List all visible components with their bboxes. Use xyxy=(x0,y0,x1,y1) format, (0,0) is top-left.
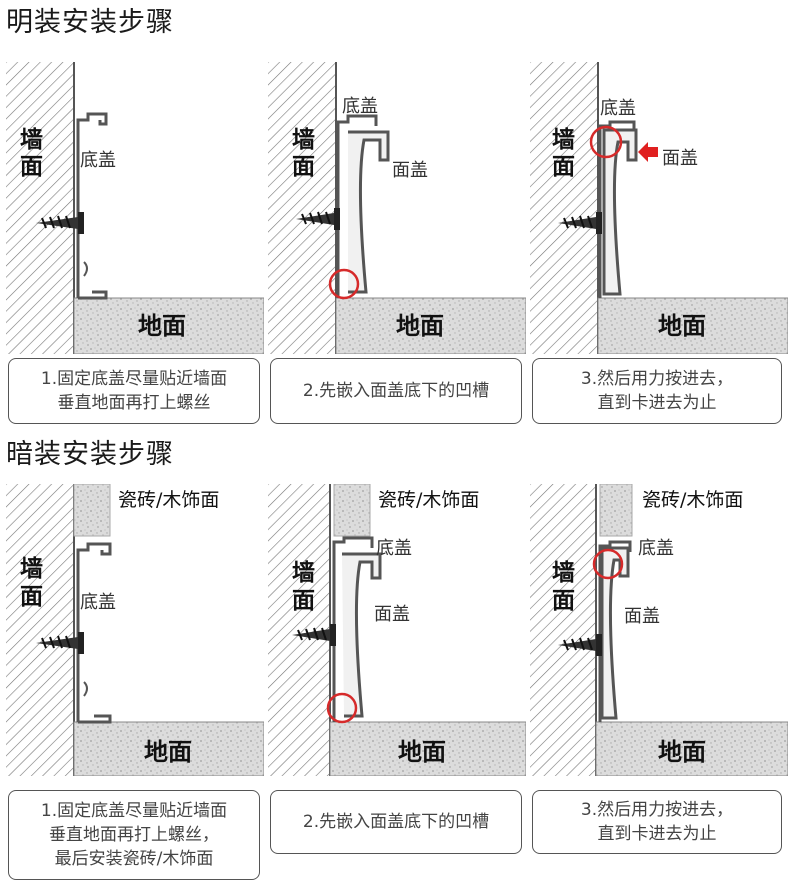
floor-label: 地面 xyxy=(396,312,444,340)
surface-step-2-diagram: 墙 面 底盖 面盖 地面 xyxy=(268,62,526,354)
face-cap-profile xyxy=(602,128,638,296)
base-cap-label: 底盖 xyxy=(600,98,636,119)
base-cap-label: 底盖 xyxy=(80,150,116,171)
wall-label-bottom: 面 xyxy=(20,154,43,180)
concealed-step-3-diagram: 墙 面 瓷砖/木饰面 底盖 面盖 地面 xyxy=(530,484,788,776)
section-title-concealed: 暗装安装步骤 xyxy=(6,439,174,470)
wall-label-top: 墙 xyxy=(552,560,575,586)
screw-icon xyxy=(36,212,84,234)
floor-label: 地面 xyxy=(658,738,706,766)
floor-label: 地面 xyxy=(398,738,446,766)
wall-label-top: 墙 xyxy=(292,127,315,153)
concealed-step-1-diagram: 墙 面 瓷砖/木饰面 底盖 地面 xyxy=(6,484,264,776)
base-cap-label: 底盖 xyxy=(342,96,378,117)
surface-step-3-caption: 3.然后用力按进去， 直到卡进去为止 xyxy=(532,358,782,424)
wall-label-top: 墙 xyxy=(20,127,43,153)
wall-label-bottom: 面 xyxy=(292,154,315,180)
surface-step-1-caption: 1.固定底盖尽量贴近墙面 垂直地面再打上螺丝 xyxy=(8,358,260,424)
floor-label: 地面 xyxy=(144,738,192,766)
wall-label-top: 墙 xyxy=(552,127,575,153)
base-cap-label: 底盖 xyxy=(376,538,412,559)
concealed-step-2-diagram: 墙 面 瓷砖/木饰面 底盖 面盖 地面 xyxy=(268,484,526,776)
base-cap-label: 底盖 xyxy=(638,538,674,559)
screw-icon xyxy=(292,624,336,646)
base-cap-profile xyxy=(76,112,108,300)
wall-label-top: 墙 xyxy=(20,556,43,582)
section-title-surface: 明装安装步骤 xyxy=(6,7,174,38)
face-cap-label: 面盖 xyxy=(374,604,410,625)
screw-icon xyxy=(296,208,340,230)
highlight-circle xyxy=(328,268,360,300)
face-cap-label: 面盖 xyxy=(624,606,660,627)
screw-icon xyxy=(558,634,602,656)
highlight-circle xyxy=(592,548,624,580)
surface-step-1-diagram: 墙 面 底盖 地面 xyxy=(6,62,264,354)
wall-label-bottom: 面 xyxy=(20,584,43,610)
floor-slab xyxy=(73,297,264,354)
concealed-step-1-caption: 1.固定底盖尽量贴近墙面 垂直地面再打上螺丝， 最后安装瓷砖/木饰面 xyxy=(8,790,260,880)
tile-label: 瓷砖/木饰面 xyxy=(118,489,219,511)
face-cap-label: 面盖 xyxy=(662,148,698,169)
push-arrow-icon xyxy=(638,142,658,162)
wall-hatch xyxy=(6,62,74,354)
surface-step-3-diagram: 墙 面 底盖 面盖 地面 xyxy=(530,62,788,354)
tile-label: 瓷砖/木饰面 xyxy=(642,489,743,511)
concealed-step-3-caption: 3.然后用力按进去， 直到卡进去为止 xyxy=(532,790,782,854)
wall-label-bottom: 面 xyxy=(552,154,575,180)
highlight-circle xyxy=(326,692,358,724)
wall-label-top: 墙 xyxy=(292,560,315,586)
floor-label: 地面 xyxy=(138,312,186,340)
screw-icon xyxy=(558,212,602,234)
wall-label-bottom: 面 xyxy=(292,588,315,614)
tile-block xyxy=(73,484,111,537)
highlight-circle xyxy=(589,125,623,159)
concealed-step-2-caption: 2.先嵌入面盖底下的凹槽 xyxy=(270,790,522,854)
wall-label-bottom: 面 xyxy=(552,588,575,614)
surface-step-2-caption: 2.先嵌入面盖底下的凹槽 xyxy=(270,358,522,424)
face-cap-profile xyxy=(348,130,390,294)
floor-label: 地面 xyxy=(658,312,706,340)
face-cap-label: 面盖 xyxy=(392,160,428,181)
base-cap-label: 底盖 xyxy=(80,592,116,613)
tile-label: 瓷砖/木饰面 xyxy=(378,489,479,511)
screw-icon xyxy=(36,632,84,654)
